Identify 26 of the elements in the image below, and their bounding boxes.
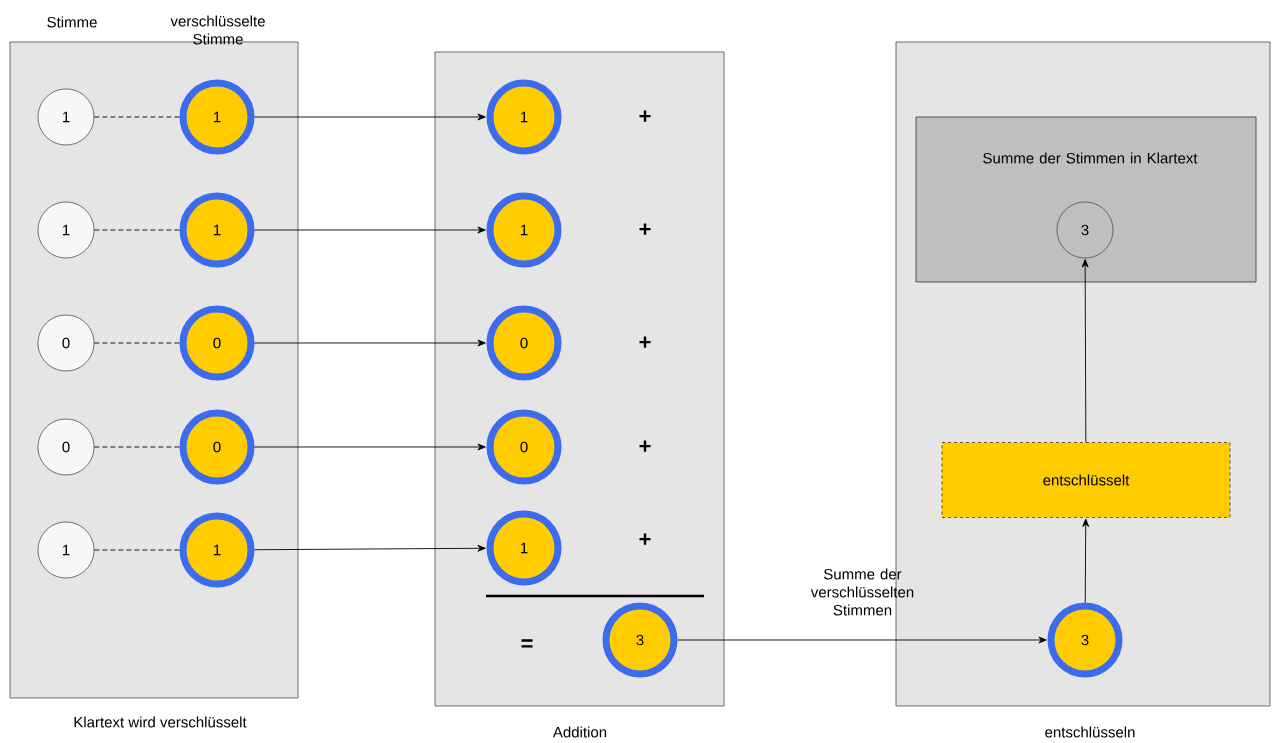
- column-heading: verschlüsselte Stimme: [170, 15, 265, 45]
- process-box: entschlüsselt: [941, 442, 1231, 518]
- edge-label: Summe der verschlüsselten Stimmen: [810, 568, 914, 616]
- node-label: entschlüsseln: [1045, 726, 1135, 738]
- column-heading: Stimme: [47, 16, 97, 28]
- node-label: Klartext wird verschlüsselt: [74, 716, 247, 728]
- connector-line: [93, 446, 180, 448]
- connector-line: [93, 342, 180, 344]
- plus-sign: +: [639, 110, 651, 122]
- node-label: Addition: [552, 726, 607, 738]
- arrow: [1081, 259, 1089, 443]
- arrow: [677, 636, 1047, 644]
- arrow: [254, 339, 486, 347]
- plus-sign: +: [639, 533, 651, 545]
- connector-line: [93, 549, 180, 551]
- arrow: [254, 226, 486, 234]
- plus-sign: +: [639, 440, 651, 452]
- arrow: [1082, 518, 1090, 603]
- connector-line: [93, 229, 180, 231]
- connector-line: [93, 116, 180, 118]
- plus-sign: +: [639, 223, 651, 235]
- equals-sign: =: [521, 639, 533, 648]
- arrow: [254, 544, 486, 552]
- plus-sign: +: [639, 336, 651, 348]
- arrow: [254, 113, 486, 121]
- arrow: [254, 443, 486, 451]
